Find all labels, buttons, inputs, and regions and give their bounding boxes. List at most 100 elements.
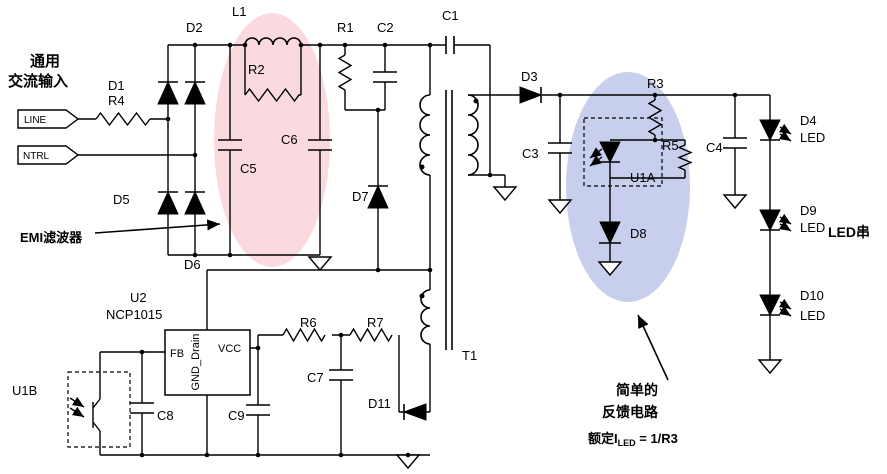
label-d3: D3 — [521, 69, 538, 84]
polarity-dot-primary — [419, 164, 425, 170]
label-d9-led: LED — [800, 220, 825, 235]
emi-filter-annotation: EMI滤波器 — [20, 230, 83, 245]
label-r6: R6 — [300, 315, 317, 330]
led-d4 — [759, 119, 781, 142]
aux-winding — [420, 289, 431, 345]
secondary-winding — [467, 94, 479, 176]
label-c2: C2 — [377, 20, 394, 35]
label-c3: C3 — [522, 146, 539, 161]
label-d8: D8 — [630, 226, 647, 241]
optocoupler-u1b — [67, 371, 131, 448]
ic-u2-box — [164, 329, 251, 396]
line-connector — [17, 109, 80, 129]
zener-d8 — [599, 221, 621, 245]
led-string-annotation: LED串 — [828, 224, 870, 240]
resistor-r4 — [95, 111, 151, 127]
ground-d8 — [597, 261, 623, 277]
ac-input-title-line1: 通用 — [30, 53, 60, 70]
label-d4: D4 — [800, 113, 817, 128]
junction-dots — [139, 42, 738, 458]
phototransistor — [92, 372, 101, 432]
opto-transistor-box — [67, 371, 131, 448]
label-c8: C8 — [157, 408, 174, 423]
ntrl-label: NTRL — [23, 151, 50, 162]
label-l1: L1 — [232, 4, 246, 19]
ntrl-connector — [17, 145, 80, 165]
label-r4: R4 — [108, 93, 125, 108]
label-c9: C9 — [228, 408, 245, 423]
led-d10 — [759, 294, 781, 317]
label-d6: D6 — [184, 257, 201, 272]
diode-d2 — [184, 80, 206, 105]
pin-fb: FB — [170, 348, 184, 360]
ground-emi — [307, 256, 333, 272]
opto-led-box — [583, 117, 663, 187]
core — [445, 90, 453, 350]
label-c1: C1 — [442, 8, 459, 23]
rated-current-formula: 额定ILED = 1/R3 — [588, 431, 678, 448]
feedback-annotation-line1: 简单的 — [616, 382, 658, 398]
diode-d3 — [519, 86, 543, 104]
resistors — [95, 54, 693, 343]
label-ncp1015: NCP1015 — [106, 307, 162, 322]
light-arrow-1 — [69, 396, 85, 408]
ground-c4 — [722, 194, 748, 210]
label-d5: D5 — [113, 192, 130, 207]
label-u2: U2 — [130, 290, 147, 305]
label-d10-led: LED — [800, 308, 825, 323]
label-d10: D10 — [800, 288, 824, 303]
resistor-r7 — [349, 327, 393, 343]
diode-d5 — [157, 190, 179, 215]
light-arrow-2 — [69, 406, 85, 418]
feedback-annotation-arrow — [637, 314, 669, 381]
led-d9 — [759, 209, 781, 232]
optocoupler-u1a — [583, 117, 663, 187]
label-c5: C5 — [240, 161, 257, 176]
label-d2: D2 — [186, 20, 203, 35]
pin-gnd-drain: GND_Drain — [190, 334, 202, 391]
label-r2: R2 — [248, 62, 265, 77]
feedback-highlight — [566, 72, 690, 302]
label-r7: R7 — [367, 315, 384, 330]
diode-d6 — [184, 190, 206, 215]
ground-symbols — [307, 186, 783, 470]
resistor-r2 — [244, 87, 301, 103]
label-c7: C7 — [307, 370, 324, 385]
label-d9: D9 — [800, 203, 817, 218]
label-d7: D7 — [352, 189, 369, 204]
diode-d11 — [402, 403, 427, 421]
diode-d1 — [157, 80, 179, 105]
feedback-annotation-line2: 反馈电路 — [602, 404, 659, 420]
resistor-r5 — [677, 144, 693, 171]
resistor-r1 — [337, 54, 353, 91]
inductor-l1 — [244, 37, 302, 46]
ground-secondary — [492, 186, 518, 202]
opto-led — [599, 141, 621, 164]
polarity-dot-aux — [419, 293, 425, 299]
label-c4: C4 — [706, 140, 723, 155]
label-d4-led: LED — [800, 130, 825, 145]
line-label: LINE — [24, 115, 47, 126]
label-c6: C6 — [281, 132, 298, 147]
label-r5: R5 — [662, 138, 679, 153]
led-string — [759, 119, 792, 317]
emi-annotation-arrow — [94, 219, 221, 234]
transformer-t1 — [419, 90, 479, 350]
label-d1: D1 — [108, 78, 125, 93]
label-r1: R1 — [337, 20, 354, 35]
primary-winding — [419, 94, 431, 176]
pin-vcc: VCC — [218, 343, 241, 355]
label-u1a: U1A — [630, 170, 656, 185]
diode-d7 — [367, 184, 389, 209]
resistor-r6 — [282, 327, 326, 343]
input-connectors — [17, 109, 80, 165]
ground-c3 — [547, 199, 573, 215]
diodes — [157, 80, 621, 421]
label-d11: D11 — [368, 396, 391, 411]
polarity-dot-secondary — [473, 98, 479, 104]
label-u1b: U1B — [12, 383, 37, 398]
ac-input-title-line2: 交流输入 — [8, 72, 68, 90]
label-t1: T1 — [462, 348, 477, 363]
